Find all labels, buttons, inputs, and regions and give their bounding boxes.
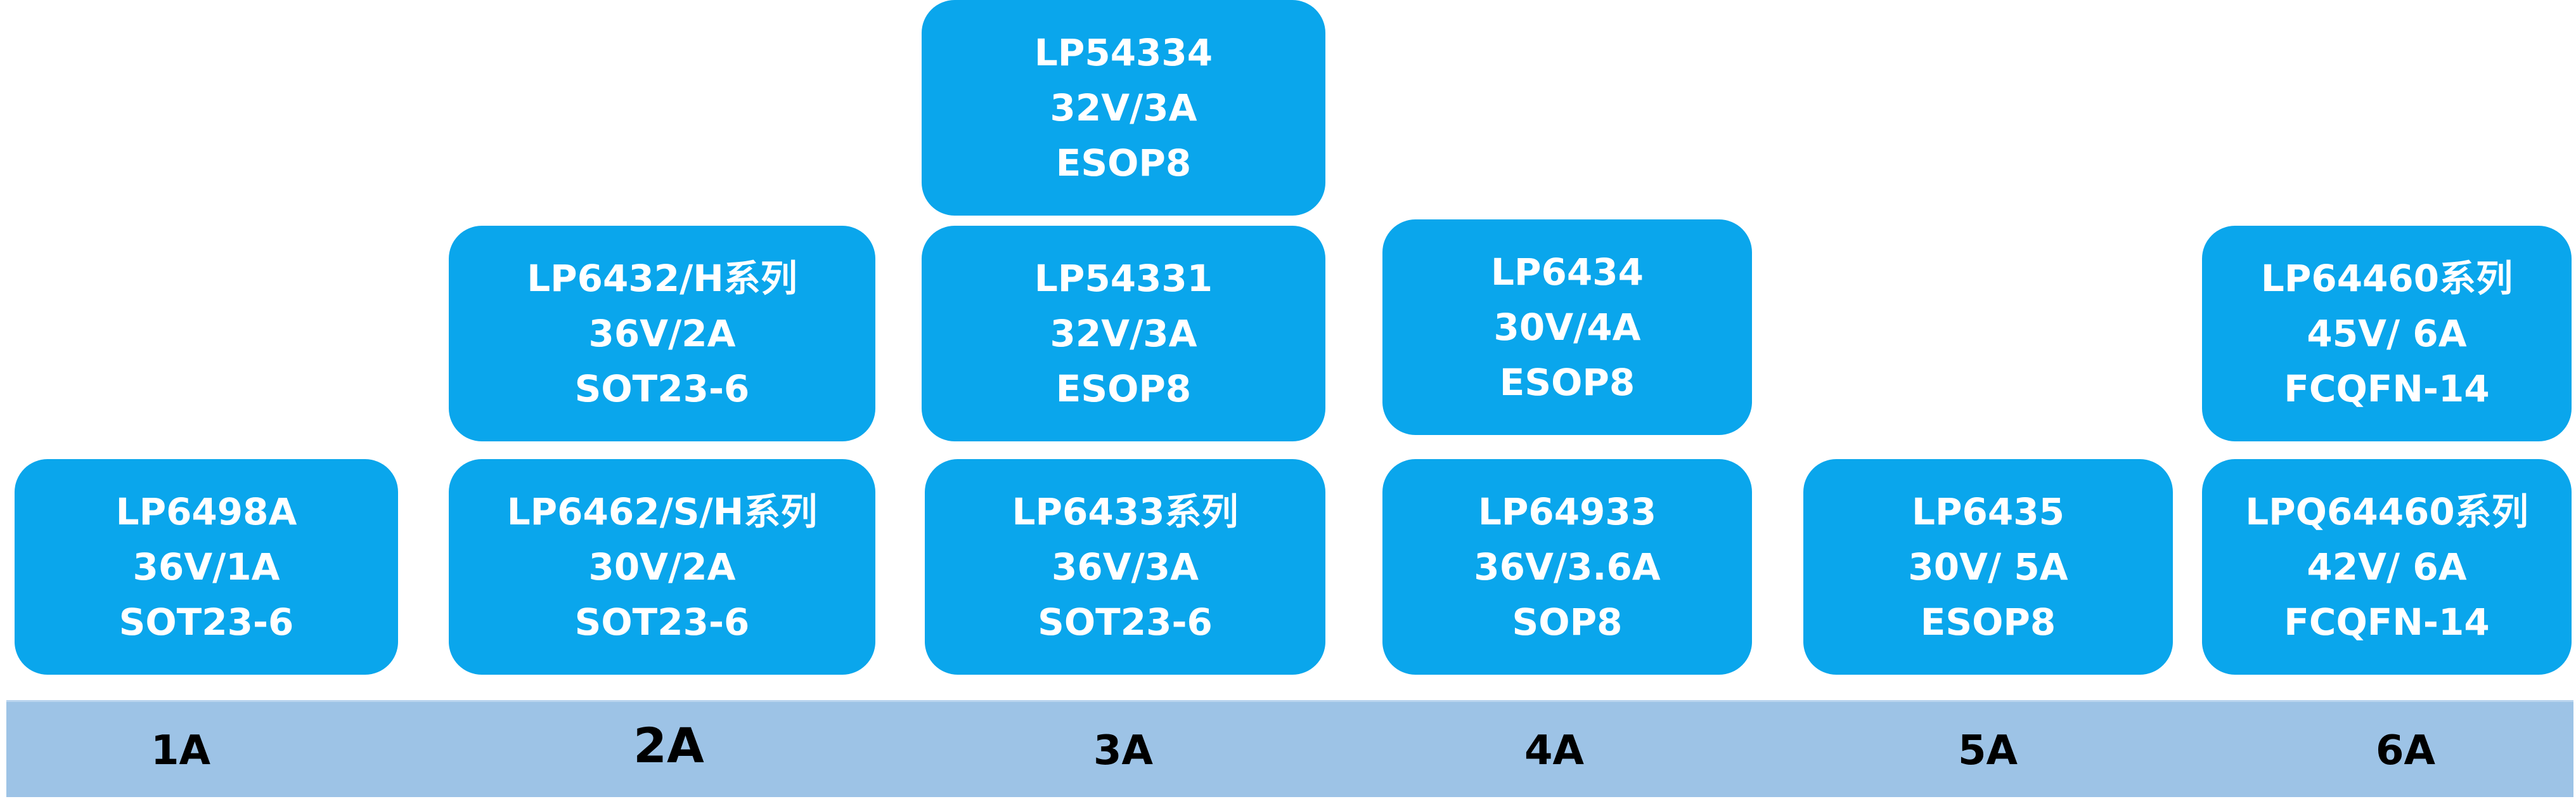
card-package: SOT23-6 — [119, 600, 294, 644]
card-lpq64460: LPQ64460系列 42V/ 6A FCQFN-14 — [2202, 459, 2572, 675]
card-lp6432h: LP6432/H系列 36V/2A SOT23-6 — [449, 226, 875, 441]
card-rating: 36V/1A — [132, 545, 280, 588]
card-part-number: LP54334 — [1034, 30, 1213, 74]
card-package: ESOP8 — [1499, 360, 1635, 404]
card-package: ESOP8 — [1055, 367, 1192, 410]
card-part-number: LP64933 — [1478, 490, 1657, 533]
card-part-number: LP6462/S/H系列 — [506, 490, 818, 533]
card-lp6433: LP6433系列 36V/3A SOT23-6 — [925, 459, 1325, 675]
card-rating: 45V/ 6A — [2307, 311, 2467, 355]
card-lp54331: LP54331 32V/3A ESOP8 — [922, 226, 1325, 441]
axis-label-4a: 4A — [1524, 727, 1585, 774]
card-lp64933: LP64933 36V/3.6A SOP8 — [1382, 459, 1752, 675]
axis-label-5a: 5A — [1957, 727, 2018, 774]
card-part-number: LP64460系列 — [2260, 256, 2513, 300]
card-part-number: LPQ64460系列 — [2245, 490, 2528, 533]
axis-label-6a: 6A — [2375, 727, 2436, 774]
card-rating: 42V/ 6A — [2307, 545, 2467, 588]
card-package: FCQFN-14 — [2284, 367, 2490, 410]
card-package: ESOP8 — [1055, 141, 1192, 185]
card-part-number: LP6498A — [115, 490, 297, 533]
card-part-number: LP6435 — [1912, 490, 2064, 533]
card-rating: 30V/2A — [588, 545, 736, 588]
card-rating: 36V/2A — [588, 311, 736, 355]
card-rating: 36V/3A — [1051, 545, 1199, 588]
card-lp6498a: LP6498A 36V/1A SOT23-6 — [15, 459, 398, 675]
card-part-number: LP6434 — [1491, 250, 1644, 294]
card-rating: 30V/ 5A — [1908, 545, 2068, 588]
card-package: SOT23-6 — [574, 600, 750, 644]
card-part-number: LP6433系列 — [1012, 490, 1239, 533]
card-lp6435: LP6435 30V/ 5A ESOP8 — [1803, 459, 2173, 675]
card-part-number: LP6432/H系列 — [527, 256, 797, 300]
card-part-number: LP54331 — [1034, 256, 1213, 300]
card-rating: 30V/4A — [1493, 305, 1641, 349]
card-rating: 32V/3A — [1050, 311, 1197, 355]
card-lp54334: LP54334 32V/3A ESOP8 — [922, 0, 1325, 216]
axis-label-3a: 3A — [1093, 727, 1154, 774]
card-package: SOP8 — [1512, 600, 1623, 644]
card-package: FCQFN-14 — [2284, 600, 2490, 644]
axis-label-1a: 1A — [150, 727, 211, 774]
current-axis-bar — [6, 700, 2573, 797]
card-package: SOT23-6 — [1038, 600, 1213, 644]
card-package: SOT23-6 — [574, 367, 750, 410]
card-lp6462sh: LP6462/S/H系列 30V/2A SOT23-6 — [449, 459, 875, 675]
card-rating: 32V/3A — [1050, 86, 1197, 129]
card-rating: 36V/3.6A — [1474, 545, 1661, 588]
card-lp6434: LP6434 30V/4A ESOP8 — [1382, 219, 1752, 435]
axis-label-2a: 2A — [633, 717, 704, 774]
card-lp64460: LP64460系列 45V/ 6A FCQFN-14 — [2202, 226, 2572, 441]
card-package: ESOP8 — [1920, 600, 2056, 644]
